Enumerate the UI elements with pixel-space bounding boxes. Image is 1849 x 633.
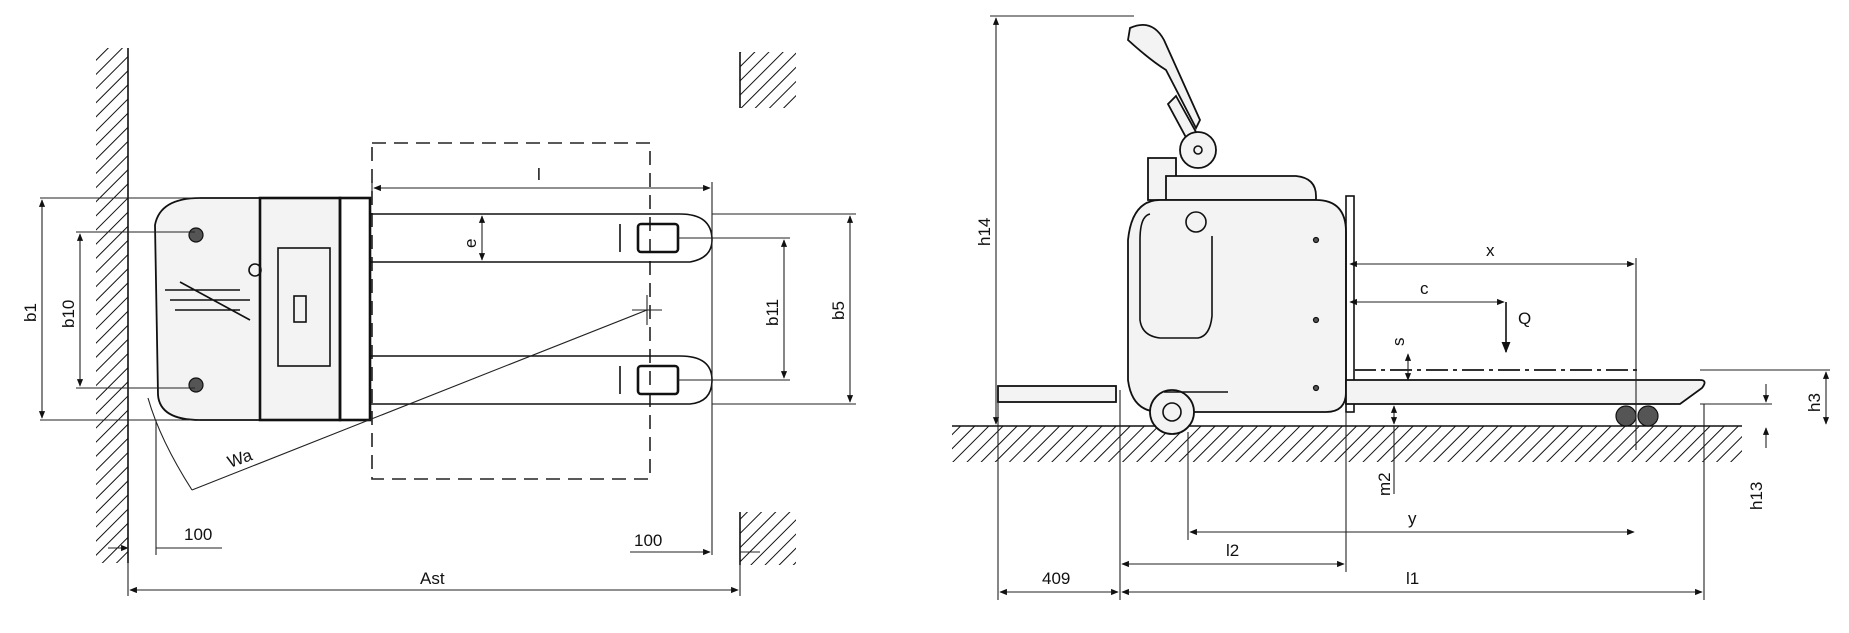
body-contour bbox=[1139, 213, 1213, 339]
body-bolt-2 bbox=[1312, 316, 1320, 324]
h3-label: h3 bbox=[1805, 393, 1824, 412]
load-roller-upper bbox=[636, 222, 680, 254]
body-bolt-1 bbox=[1312, 236, 1320, 244]
b11-label: b11 bbox=[763, 299, 782, 326]
turning-radius-arc bbox=[147, 397, 193, 491]
load-roller-rear bbox=[1637, 405, 1659, 427]
load-outline bbox=[371, 142, 651, 480]
load-roller-front bbox=[1615, 405, 1637, 427]
top-view: Wa b1 b10 e l b11 b5 100 bbox=[21, 48, 856, 596]
overhang-label: 409 bbox=[1042, 569, 1070, 588]
tiller-pivot-pin bbox=[1193, 145, 1203, 155]
drive-wheel bbox=[1149, 389, 1195, 435]
c-label: c bbox=[1420, 279, 1429, 298]
load-roller-lower bbox=[636, 364, 680, 396]
e-label: e bbox=[461, 239, 480, 248]
battery-cover-slot bbox=[293, 295, 307, 323]
body-bolt-3 bbox=[1312, 384, 1320, 392]
wa-label: Wa bbox=[225, 445, 255, 472]
left-wall-hatch bbox=[96, 48, 128, 563]
s-label: s bbox=[1389, 338, 1408, 347]
clearance-left-label: 100 bbox=[184, 525, 212, 544]
battery-cover bbox=[277, 247, 331, 367]
body-emblem bbox=[1185, 211, 1207, 233]
fork-side bbox=[1345, 379, 1706, 405]
right-wall-hatch-top bbox=[740, 52, 796, 108]
right-wall-hatch-bottom bbox=[740, 512, 796, 565]
ast-label: Ast bbox=[420, 569, 445, 588]
l2-label: l2 bbox=[1226, 541, 1239, 560]
drive-wheel-hub bbox=[1162, 402, 1182, 422]
ground-hatch bbox=[952, 426, 1742, 462]
top-cover bbox=[1165, 175, 1317, 201]
y-label: y bbox=[1408, 509, 1417, 528]
l1-label: l1 bbox=[1406, 569, 1419, 588]
h14-label: h14 bbox=[975, 218, 994, 246]
b10-label: b10 bbox=[59, 300, 78, 328]
tiller-pivot bbox=[1179, 131, 1217, 169]
folding-platform bbox=[997, 385, 1117, 403]
m2-label: m2 bbox=[1375, 472, 1394, 496]
fork-lower bbox=[370, 355, 713, 405]
h13-label: h13 bbox=[1747, 482, 1766, 510]
caster-wheel-top bbox=[188, 227, 204, 243]
b1-label: b1 bbox=[21, 303, 40, 322]
tiller-arm bbox=[1127, 24, 1201, 130]
b5-label: b5 bbox=[829, 301, 848, 320]
clearance-right-label: 100 bbox=[634, 531, 662, 550]
q-label: Q bbox=[1518, 309, 1531, 328]
control-knob bbox=[248, 263, 262, 277]
truck-chassis bbox=[154, 197, 341, 421]
side-view: h14 x c Q s h3 h13 m2 y l bbox=[952, 15, 1830, 600]
x-label: x bbox=[1486, 241, 1495, 260]
fork-carriage bbox=[338, 196, 372, 422]
truck-body bbox=[1127, 199, 1347, 413]
turning-radius-line bbox=[191, 309, 648, 491]
tiller-head bbox=[165, 281, 251, 321]
l-label: l bbox=[537, 165, 541, 184]
caster-wheel-bottom bbox=[188, 377, 204, 393]
fork-upper bbox=[370, 213, 713, 263]
